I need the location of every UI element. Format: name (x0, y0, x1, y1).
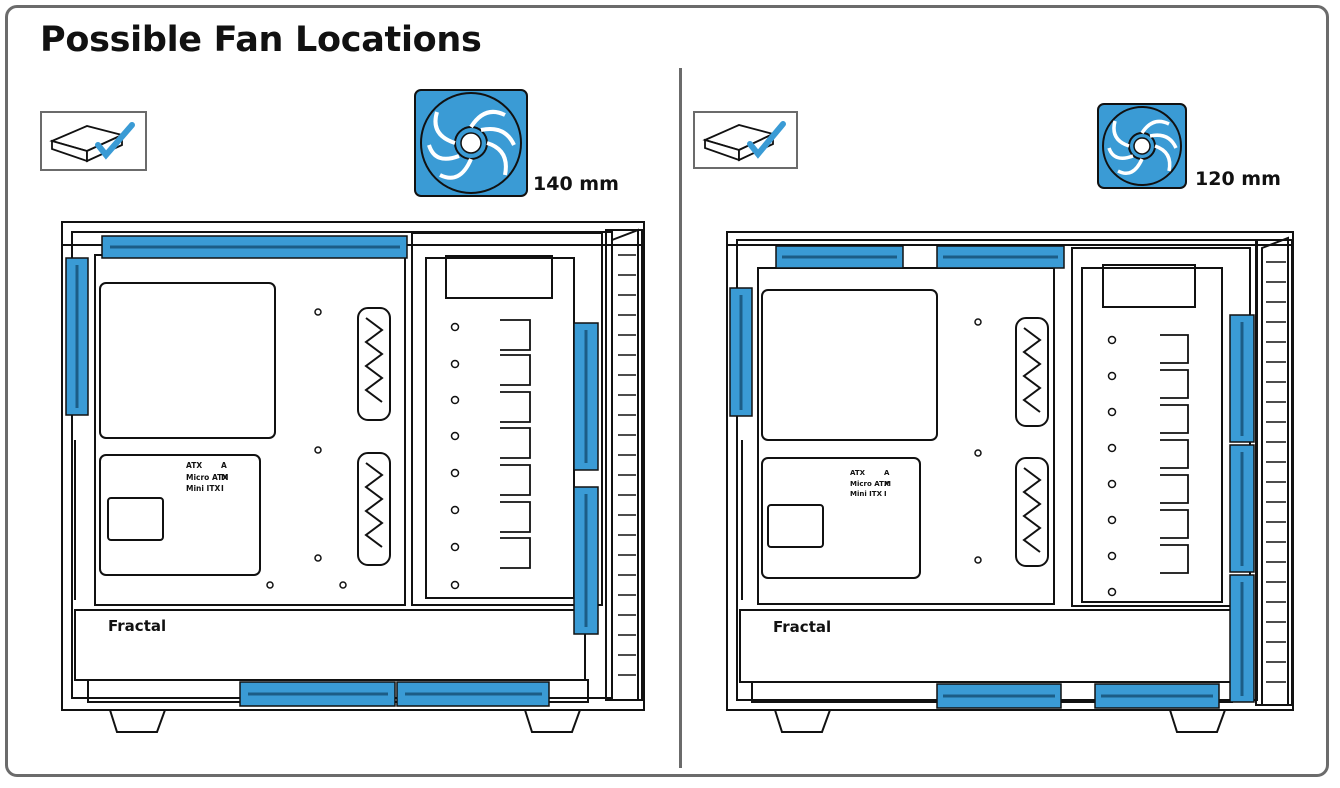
fan-size-label-140: 140 mm (533, 173, 619, 195)
panel-divider (679, 68, 682, 768)
drive-check-icon-right (693, 111, 798, 169)
case-logo-right: Fractal (773, 618, 831, 636)
svg-text:Mini ITX: Mini ITX (850, 490, 883, 498)
fan-size-label-120: 120 mm (1195, 168, 1281, 190)
svg-text:A: A (221, 461, 227, 470)
diagram-frame (5, 5, 1329, 777)
board-label-itx: Mini ITX (186, 484, 220, 493)
svg-text:A: A (884, 469, 890, 477)
fan-140-icon (414, 89, 528, 197)
svg-text:M: M (221, 473, 228, 482)
svg-text:I: I (884, 490, 887, 498)
svg-text:ATX: ATX (850, 469, 866, 477)
svg-text:M: M (884, 480, 891, 488)
page-title: Possible Fan Locations (40, 20, 482, 60)
board-label-matx: Micro ATX (186, 473, 228, 482)
drive-check-icon (40, 111, 147, 171)
case-logo-left: Fractal (108, 617, 166, 635)
svg-text:Micro ATX: Micro ATX (850, 480, 890, 488)
fan-mounts-120 (729, 245, 1255, 709)
board-label-atx: ATX (186, 461, 202, 470)
fan-120-icon (1097, 103, 1187, 189)
svg-text:I: I (221, 484, 224, 493)
